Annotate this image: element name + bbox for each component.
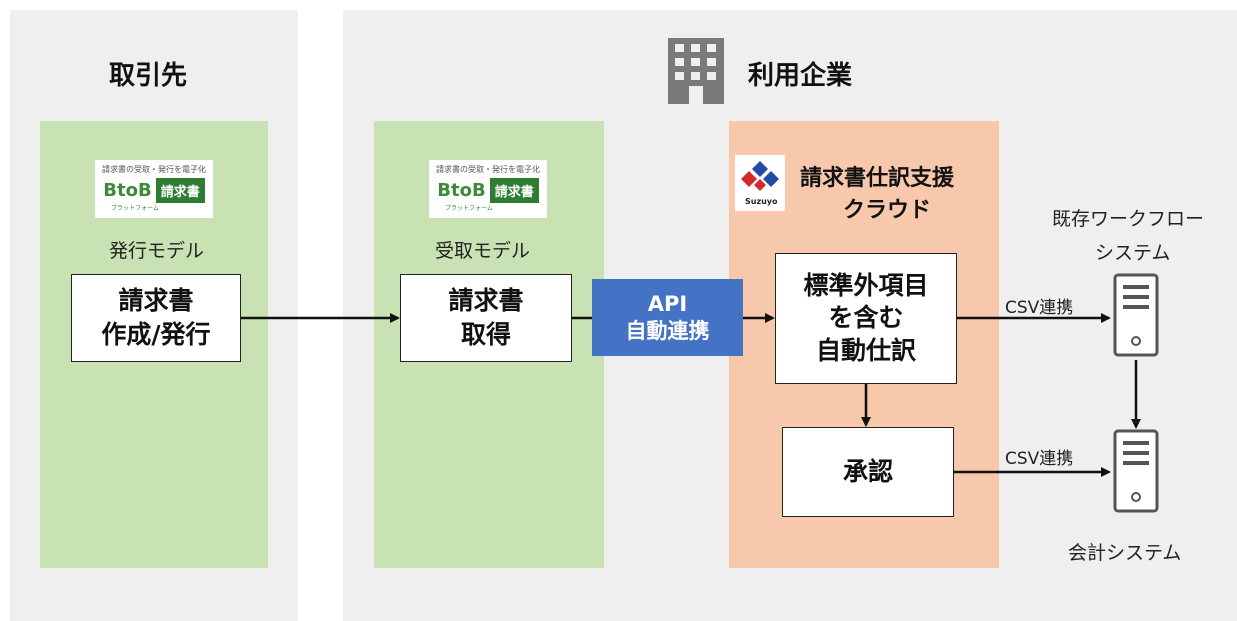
building-icon [668,38,724,104]
btob-logo-receive: 請求書の受取・発行を電子化 BtoB 請求書 プラットフォーム [429,160,547,218]
btob-logo-issue: 請求書の受取・発行を電子化 BtoB 請求書 プラットフォーム [95,160,213,218]
approval-box: 承認 [782,427,954,517]
invoice-create-issue-box: 請求書 作成/発行 [71,274,241,362]
user-company-title: 利用企業 [748,61,853,91]
auto-journal-box: 標準外項目 を含む 自動仕訳 [775,253,957,384]
issue-model-label: 発行モデル [109,240,205,262]
csv-link-label-2: CSV連携 [1005,449,1074,469]
workflow-system-label-2: システム [1095,242,1171,264]
csv-link-label-1: CSV連携 [1005,298,1074,318]
btob-mark: BtoB [437,179,486,201]
cloud-title-line1: 請求書仕訳支援 [800,166,955,191]
workflow-system-label-1: 既存ワークフロー [1052,208,1205,230]
invoice-acquire-box: 請求書 取得 [400,274,572,362]
api-auto-link-box: API 自動連携 [592,279,743,356]
accounting-system-label: 会計システム [1068,542,1182,564]
suzuyo-logo: Suzuyo [735,155,785,211]
server-icon [1113,429,1159,513]
trading-partner-title: 取引先 [109,61,188,91]
btob-mark: BtoB [103,179,152,201]
invoice-badge: 請求書 [155,178,205,203]
invoice-badge: 請求書 [489,178,539,203]
cloud-title-line2: クラウド [843,198,932,223]
receive-model-label: 受取モデル [435,240,531,262]
server-icon [1113,273,1159,357]
